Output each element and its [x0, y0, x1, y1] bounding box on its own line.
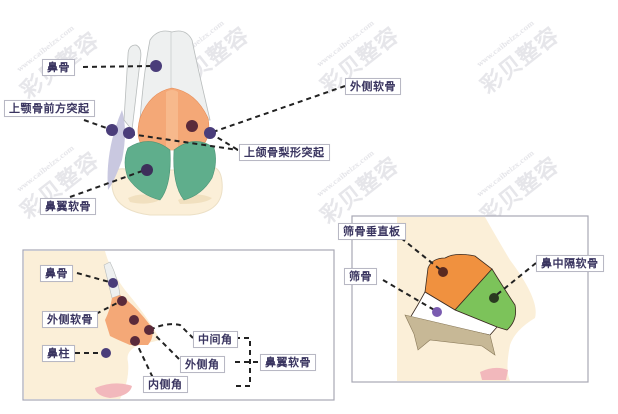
septum-leader-lines	[382, 237, 537, 312]
label-septal-cartilage: 鼻中隔软骨	[536, 255, 604, 272]
label-middle-crus: 中间角	[193, 331, 238, 348]
leader-frontal-process	[83, 119, 113, 131]
label-piriform-process: 上颌骨梨形突起	[239, 144, 330, 161]
marker-medial-crus	[130, 336, 140, 346]
ethmoid-bone	[409, 291, 498, 336]
label-perpendicular-plate: 筛骨垂直板	[338, 223, 406, 240]
marker-nasal-bone	[150, 60, 162, 72]
label-side-nasal-bone: 鼻骨	[40, 265, 73, 282]
front-leader-lines	[69, 65, 346, 198]
label-columella: 鼻柱	[42, 345, 75, 362]
septal-cartilage	[454, 268, 517, 331]
maxilla-frontal-process	[107, 110, 125, 190]
septum-view	[351, 215, 589, 383]
label-side-lateral-cartilage: 外侧软骨	[42, 311, 98, 328]
leader-lateral-cartilage	[209, 85, 346, 134]
label-nasal-bone: 鼻骨	[42, 59, 75, 76]
marker-piriform-right	[204, 127, 216, 139]
septum-ridge	[166, 90, 178, 150]
leader-piriform-2	[209, 132, 239, 151]
marker-side-cartilage	[129, 315, 139, 325]
alar-cartilage-right	[173, 141, 216, 201]
marker-alar-cartilage	[141, 164, 153, 176]
marker-frontal-process	[106, 124, 118, 136]
label-ethmoid: 筛骨	[344, 268, 377, 285]
marker-middle-crus	[144, 325, 154, 335]
leader-piriform-1	[129, 133, 239, 151]
label-lateral-crus: 外侧角	[180, 356, 225, 373]
leader-alar-cartilage	[69, 169, 146, 198]
marker-side-lateral-cartilage	[117, 296, 127, 306]
leader-side-nasal-bone	[76, 272, 114, 284]
lip	[95, 383, 132, 398]
label-medial-crus: 内侧角	[143, 376, 188, 393]
marker-piriform-left	[123, 127, 135, 139]
vomer-bone	[404, 314, 496, 356]
label-side-alar-cartilage: 鼻翼软骨	[260, 354, 316, 371]
cartilage-side	[105, 295, 153, 345]
leader-side-lateral-cartilage	[87, 300, 122, 319]
leader-medial-crus	[134, 339, 154, 379]
marker-columella	[101, 348, 111, 358]
septum-lip	[480, 367, 508, 380]
leader-septal-cartilage	[493, 262, 537, 298]
marker-septal-cartilage	[489, 293, 499, 303]
bracket-alar	[235, 337, 251, 387]
label-frontal-process: 上颚骨前方突起	[4, 100, 95, 117]
front-view	[69, 30, 346, 216]
label-alar-cartilage: 鼻翼软骨	[40, 198, 96, 215]
leader-lateral-crus	[149, 329, 181, 361]
marker-ethmoid	[432, 307, 442, 317]
marker-lateral-cartilage	[186, 120, 198, 132]
marker-side-nasal-bone	[108, 278, 118, 288]
nasal-bone-left-strip	[123, 44, 142, 131]
marker-perpendicular-plate	[438, 267, 448, 277]
leader-ethmoid	[382, 279, 437, 312]
leader-nasal-bone	[82, 65, 156, 68]
label-lateral-cartilage: 外侧软骨	[345, 78, 401, 95]
